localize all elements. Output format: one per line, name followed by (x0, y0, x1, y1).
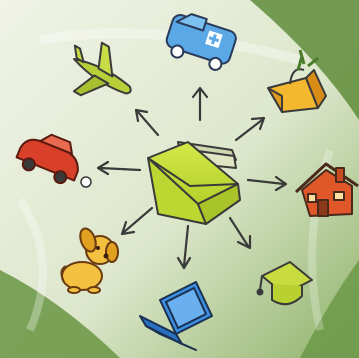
exhaust-puff-icon (81, 177, 91, 187)
